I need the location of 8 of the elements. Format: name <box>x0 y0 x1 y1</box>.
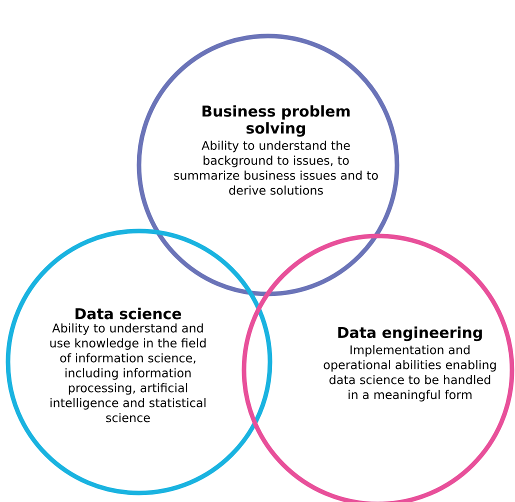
circle-description: Ability to understand the background to issues, to summarize business issues and to derive solutions <box>174 140 378 195</box>
circle-heading: Business problem solving <box>202 105 350 137</box>
circle-description: Ability to understand and use knowledge in the field of information science, including information processing, artificial intelligence and statistical science <box>50 323 206 422</box>
circle-heading: Data engineering <box>338 326 482 342</box>
venn-circle <box>6 228 272 496</box>
circle-description: Implementation and operational abilities enabling data science to be handled in a meaningful form <box>324 345 496 402</box>
circle-heading: Data science <box>76 308 182 320</box>
venn-circle <box>136 34 400 296</box>
